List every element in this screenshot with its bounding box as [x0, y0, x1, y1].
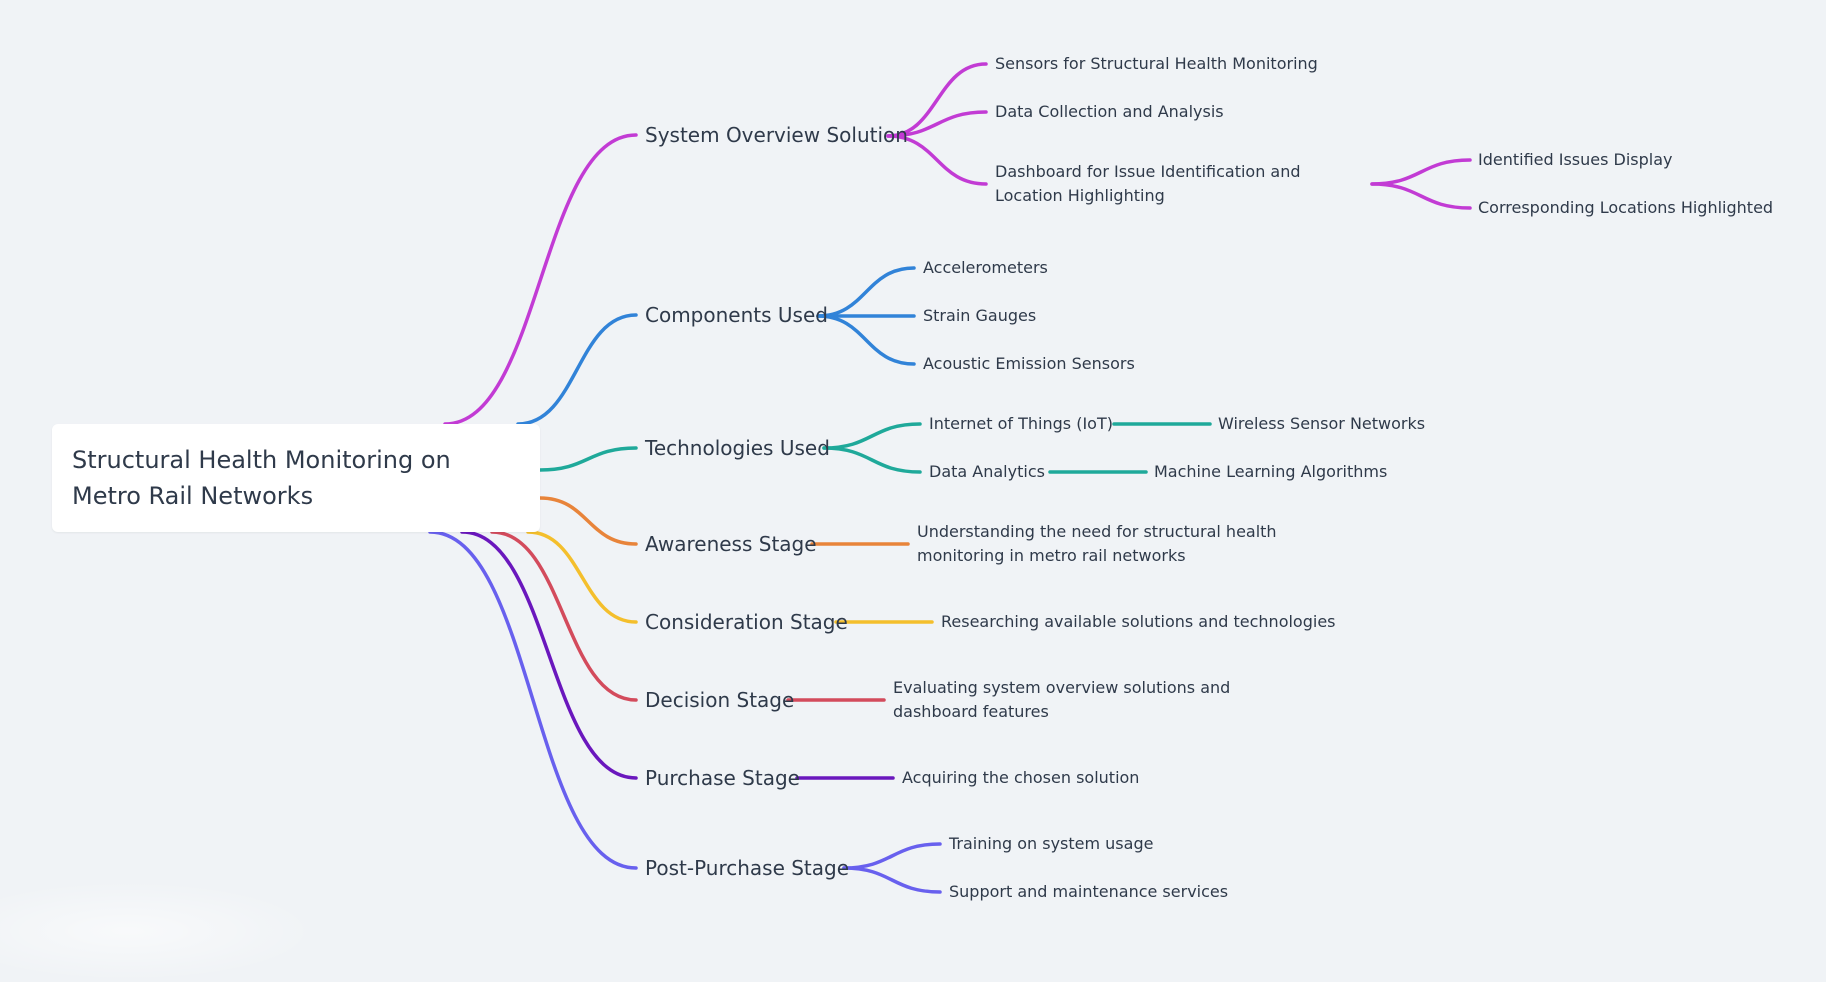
leaf-purchase-detail[interactable]: Acquiring the chosen solution: [902, 768, 1140, 787]
leaf-corresponding-locations[interactable]: Corresponding Locations Highlighted: [1478, 198, 1774, 217]
root-node-title: Structural Health Monitoring on Metro Ra…: [72, 446, 451, 510]
branch-awareness-stage[interactable]: Awareness Stage: [645, 532, 817, 556]
edge-root-decision: [490, 530, 638, 702]
leaf-internet-of-things[interactable]: Internet of Things (IoT): [929, 414, 1113, 433]
leaf-sensors-for-shm[interactable]: Sensors for Structural Health Monitoring: [995, 54, 1318, 73]
edge-overview-dashboard: [886, 134, 988, 186]
edge-post-training: [842, 842, 942, 870]
edge-root-awareness: [538, 496, 638, 546]
edge-root-overview: [443, 133, 638, 426]
branch-components-used[interactable]: Components Used: [645, 303, 828, 327]
branch-system-overview-solution[interactable]: System Overview Solution: [645, 123, 908, 147]
leaf-dashboard-issue-identification[interactable]: Dashboard for Issue Identification and L…: [995, 162, 1301, 205]
branch-decision-stage[interactable]: Decision Stage: [645, 688, 795, 712]
edge-root-consideration: [526, 530, 638, 624]
edge-dashboard-locations: [1370, 182, 1472, 210]
branch-consideration-stage[interactable]: Consideration Stage: [645, 610, 848, 634]
leaf-consideration-detail[interactable]: Researching available solutions and tech…: [941, 612, 1336, 631]
leaf-identified-issues-display[interactable]: Identified Issues Display: [1478, 150, 1673, 169]
edge-root-technologies: [538, 446, 638, 472]
edge-components-accelerometers: [816, 266, 916, 318]
edge-root-components: [516, 313, 638, 426]
leaf-support-maintenance[interactable]: Support and maintenance services: [949, 882, 1229, 901]
watermark: [0, 880, 320, 982]
leaf-acoustic-emission-sensors[interactable]: Acoustic Emission Sensors: [923, 354, 1135, 373]
leaf-decision-detail[interactable]: Evaluating system overview solutions and…: [893, 678, 1231, 721]
edge-overview-data: [886, 110, 988, 138]
leaf-awareness-detail[interactable]: Understanding the need for structural he…: [917, 522, 1277, 565]
branch-technologies-used[interactable]: Technologies Used: [645, 436, 830, 460]
leaf-data-analytics[interactable]: Data Analytics: [929, 462, 1045, 481]
edge-overview-sensors: [886, 62, 988, 138]
leaf-machine-learning-algorithms[interactable]: Machine Learning Algorithms: [1154, 462, 1388, 481]
edge-root-post-purchase: [428, 530, 638, 870]
leaf-wireless-sensor-networks[interactable]: Wireless Sensor Networks: [1218, 414, 1426, 433]
edge-root-purchase: [460, 530, 638, 780]
root-node[interactable]: Structural Health Monitoring on Metro Ra…: [52, 424, 540, 532]
edge-components-acoustic: [816, 314, 916, 366]
edge-post-support: [842, 866, 942, 894]
edge-tech-analytics: [822, 446, 922, 474]
leaf-data-collection-analysis[interactable]: Data Collection and Analysis: [995, 102, 1224, 121]
leaf-accelerometers[interactable]: Accelerometers: [923, 258, 1048, 277]
branch-purchase-stage[interactable]: Purchase Stage: [645, 766, 800, 790]
edge-dashboard-issues: [1370, 158, 1472, 186]
leaf-training-system-usage[interactable]: Training on system usage: [949, 834, 1154, 853]
leaf-strain-gauges[interactable]: Strain Gauges: [923, 306, 1037, 325]
branch-post-purchase-stage[interactable]: Post-Purchase Stage: [645, 856, 850, 880]
edge-tech-iot: [822, 422, 922, 450]
